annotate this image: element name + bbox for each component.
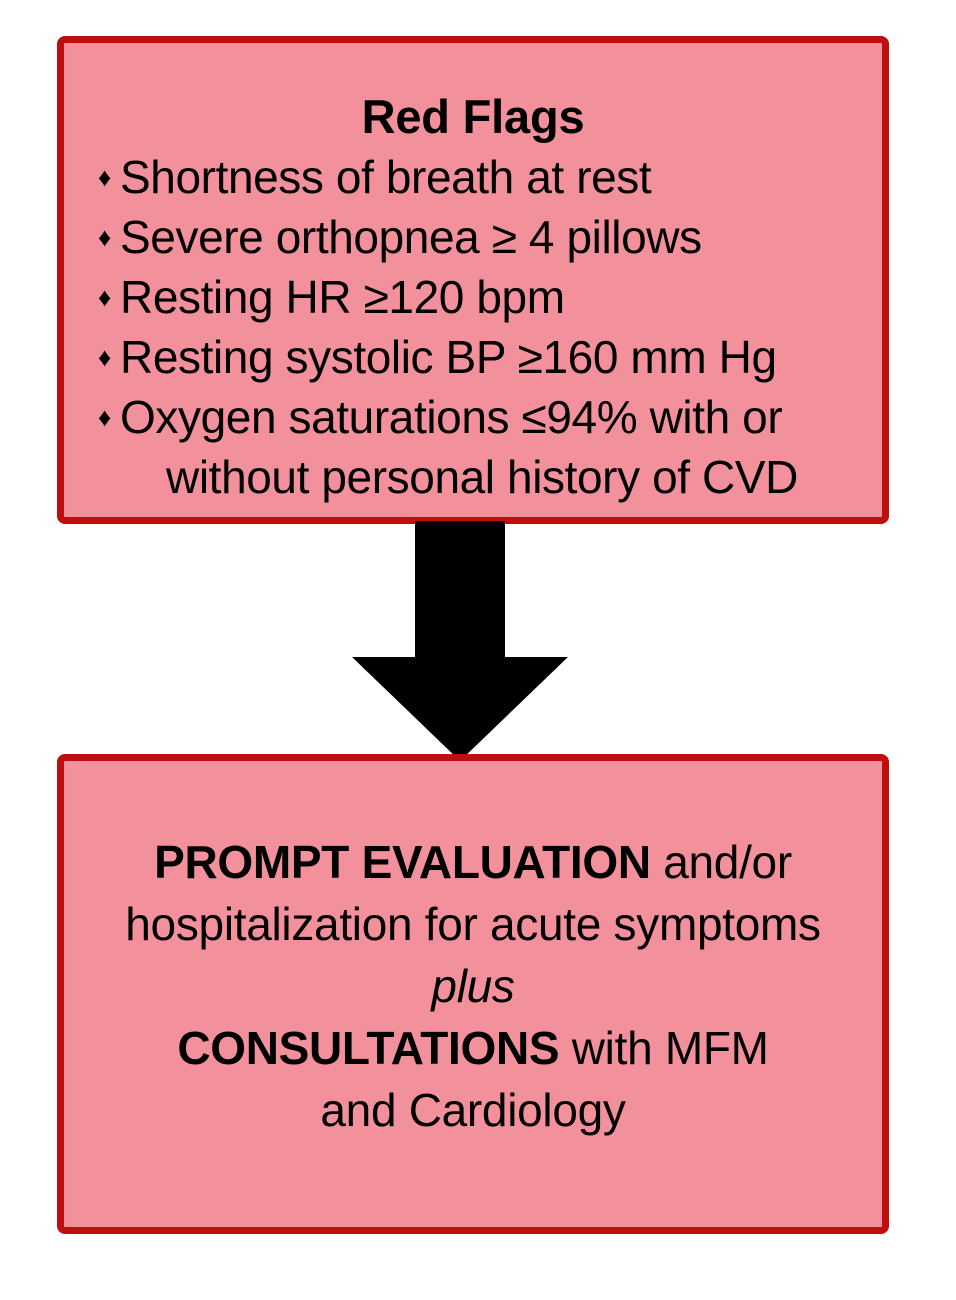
diamond-bullet-icon: ♦ — [98, 342, 111, 372]
list-item: ♦ Shortness of breath at rest — [98, 147, 852, 207]
action-line-1-bold: PROMPT EVALUATION — [154, 836, 651, 888]
action-line-3-plus: plus — [431, 960, 515, 1012]
action-line-1-normal: and/or — [650, 836, 792, 888]
list-item: ♦ Severe orthopnea ≥ 4 pillows — [98, 207, 852, 267]
red-flags-list: ♦ Shortness of breath at rest ♦ Severe o… — [64, 147, 882, 507]
action-box: PROMPT EVALUATION and/or hospitalization… — [57, 754, 889, 1234]
diamond-bullet-icon: ♦ — [98, 222, 111, 252]
diamond-bullet-icon: ♦ — [98, 282, 111, 312]
action-line-5: and Cardiology — [320, 1084, 626, 1136]
down-arrow-icon — [352, 521, 568, 761]
list-item-label: Resting HR ≥120 bpm — [120, 271, 565, 323]
list-item-label: Oxygen saturations ≤94% with or — [120, 391, 783, 443]
diamond-bullet-icon: ♦ — [98, 402, 111, 432]
red-flags-box: Red Flags ♦ Shortness of breath at rest … — [57, 36, 889, 524]
list-item: ♦ Resting systolic BP ≥160 mm Hg — [98, 327, 852, 387]
list-item-label: Severe orthopnea ≥ 4 pillows — [120, 211, 702, 263]
action-line-4-normal: with MFM — [559, 1022, 769, 1074]
list-item-label: Resting systolic BP ≥160 mm Hg — [120, 331, 777, 383]
action-text-block: PROMPT EVALUATION and/or hospitalization… — [64, 761, 882, 1141]
action-line-4-bold: CONSULTATIONS — [177, 1022, 560, 1074]
diamond-bullet-icon: ♦ — [98, 162, 111, 192]
list-item-label-continued: without personal history of CVD — [166, 451, 798, 503]
list-item-label: Shortness of breath at rest — [120, 151, 652, 203]
list-item: ♦ Resting HR ≥120 bpm — [98, 267, 852, 327]
list-item: ♦ Oxygen saturations ≤94% with or withou… — [98, 387, 852, 507]
action-line-1: PROMPT EVALUATION and/or — [64, 831, 882, 893]
action-line-4: CONSULTATIONS with MFM — [64, 1017, 882, 1079]
red-flags-title: Red Flags — [361, 90, 585, 143]
action-line-2: hospitalization for acute symptoms — [125, 898, 821, 950]
